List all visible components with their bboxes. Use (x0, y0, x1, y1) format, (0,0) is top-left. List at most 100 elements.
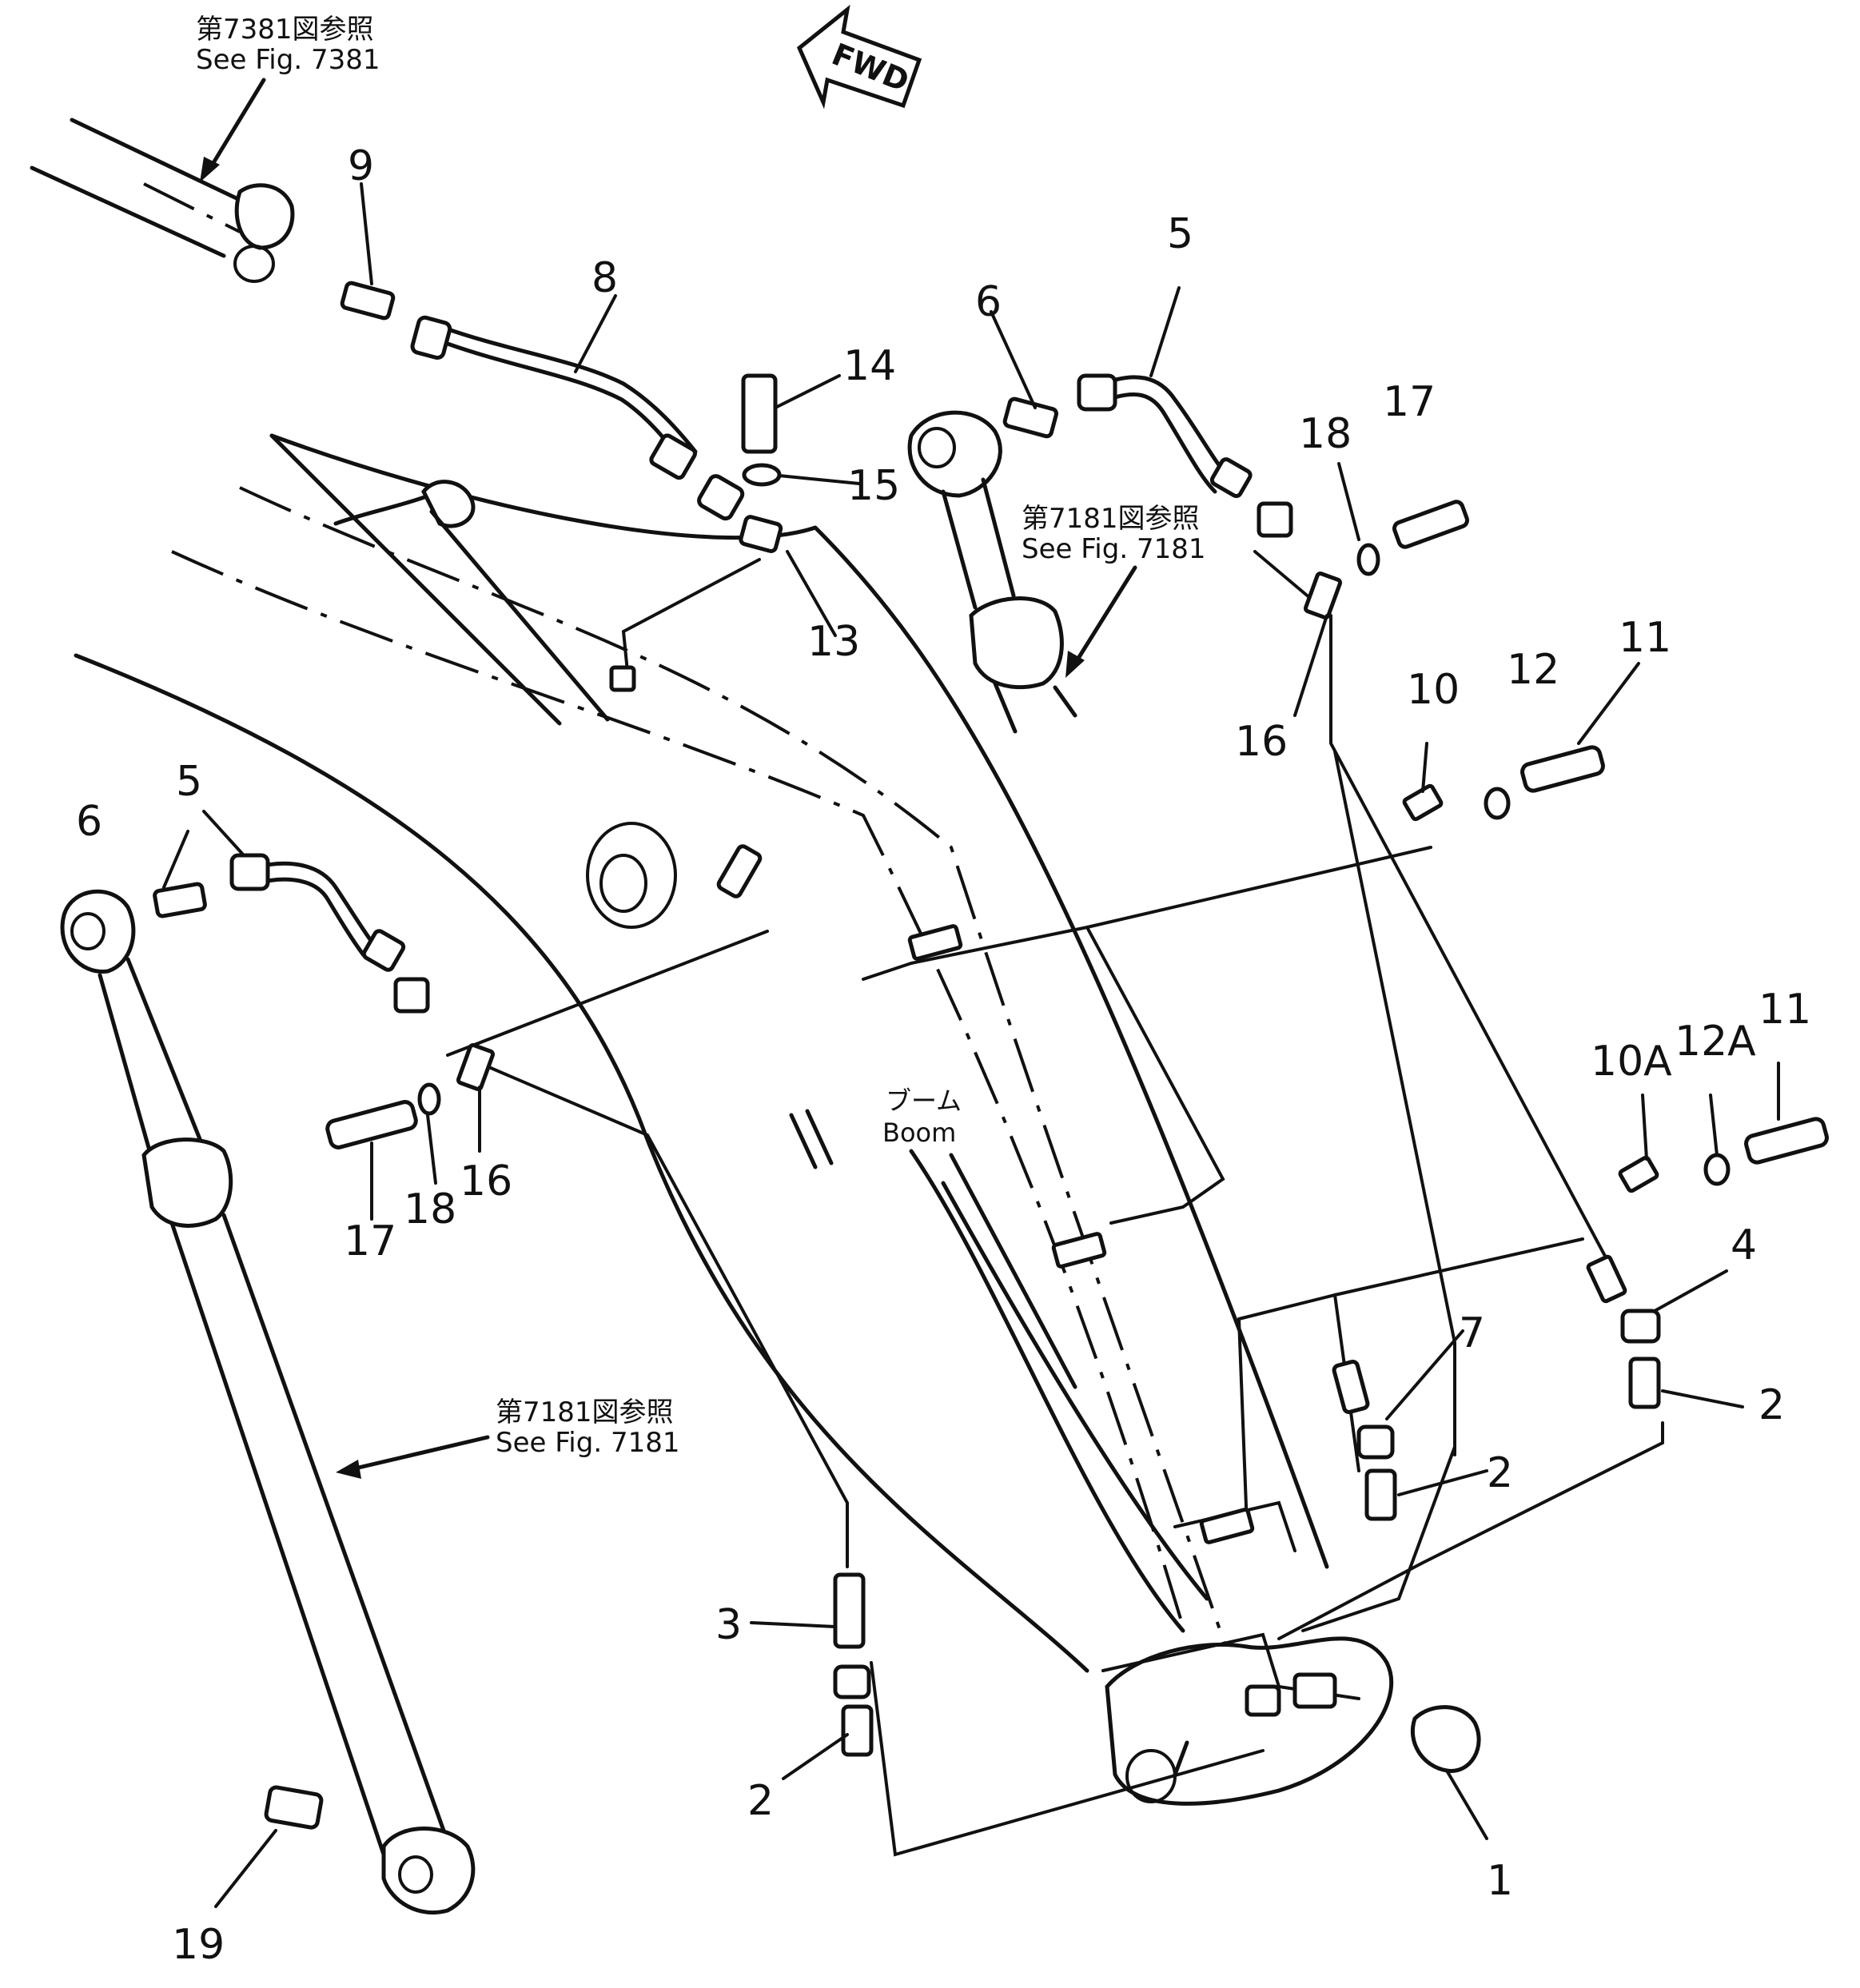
bolt-17-lower (325, 1100, 418, 1149)
callout-10a: 10A (1591, 1038, 1672, 1086)
callout-18-upper: 18 (1299, 410, 1352, 458)
washer-12a (1703, 1153, 1731, 1186)
callout-18-lower: 18 (404, 1185, 456, 1233)
callout-13: 13 (807, 618, 860, 666)
leader-lines (162, 182, 1780, 1908)
fitting-6-upper (1002, 396, 1059, 439)
ref-fig-7181-upper-en: See Fig. 7181 (1022, 533, 1205, 565)
fitting-8-end (649, 433, 697, 480)
upper-bracket (269, 433, 610, 726)
grease-fitting-19 (264, 1785, 324, 1830)
fitting-5-lower-end (361, 929, 406, 972)
ref-fig-7181-lower-jp: 第7181図参照 (496, 1396, 674, 1428)
bolt-17-upper (1392, 500, 1470, 549)
clamp-16-upper (1303, 572, 1343, 620)
callout-2-middle: 2 (1487, 1449, 1513, 1497)
callout-9: 9 (348, 142, 374, 190)
washer-15 (742, 463, 782, 487)
pipe-3 (833, 1572, 866, 1649)
fitting-9 (340, 281, 396, 321)
fitting-8-nut (410, 315, 452, 361)
callout-16-lower: 16 (460, 1157, 512, 1205)
callout-2-left: 2 (747, 1777, 774, 1825)
fitting-3-nut (833, 1664, 871, 1699)
boom-label: ブーム Boom (882, 1086, 1077, 1389)
clamp-c (1199, 1508, 1255, 1544)
clamp-10 (1402, 783, 1444, 822)
clamp-mid (716, 844, 763, 898)
fitting-6-lower (153, 882, 207, 918)
clamp-10a (1618, 1155, 1659, 1193)
callout-7: 7 (1459, 1309, 1485, 1357)
callout-1: 1 (1487, 1857, 1513, 1905)
washer-12 (1484, 787, 1511, 820)
callout-11-upper: 11 (1619, 614, 1671, 662)
pipe-7-bend (1332, 1359, 1370, 1415)
clamp-13 (739, 515, 783, 553)
bolt-11-lower (1744, 1117, 1829, 1165)
block-1b (1292, 1672, 1337, 1709)
clamp-b (1051, 1232, 1107, 1269)
fitting-7-nut (1356, 1424, 1395, 1460)
boom-foot-pin (1105, 1636, 1394, 1806)
washer-18-upper (1356, 543, 1380, 576)
fwd-arrow: FWD (796, 4, 922, 110)
callout-2-right: 2 (1758, 1381, 1785, 1429)
boom-label-en: Boom (882, 1118, 956, 1148)
callout-5-upper: 5 (1167, 210, 1193, 258)
ref-fig-7381-en: See Fig. 7381 (196, 44, 380, 76)
fitting-5-upper-nut (1077, 373, 1117, 412)
callout-15: 15 (847, 462, 900, 510)
fitting-2-left (841, 1704, 874, 1757)
fitting-2-middle (1364, 1468, 1397, 1521)
clamp-a (907, 924, 963, 961)
fitting-2-right (1628, 1357, 1661, 1409)
callout-6-lower: 6 (76, 798, 102, 846)
fitting-4-nut (1620, 1309, 1661, 1344)
callout-14: 14 (843, 342, 896, 390)
ref-arrowhead (336, 1460, 361, 1479)
callout-10: 10 (1407, 666, 1460, 714)
pipe-4-bend (1586, 1254, 1627, 1304)
callout-8: 8 (591, 254, 618, 302)
fitting-5-lower-nut (229, 853, 270, 891)
boom-pin-boss (586, 822, 677, 929)
callouts: 1 2 2 2 3 4 5 5 6 6 7 8 9 10 10A 11 11 1… (76, 142, 1811, 1969)
ref-fig-7181-lower: 第7181図参照 See Fig. 7181 (336, 1396, 679, 1479)
clamp-d (609, 665, 636, 692)
clamp-16-lower (456, 1043, 496, 1091)
callout-12: 12 (1507, 646, 1559, 694)
ref-fig-7181-upper: 第7181図参照 See Fig. 7181 (1022, 503, 1205, 678)
block-1 (1245, 1684, 1281, 1717)
callout-11-lower: 11 (1758, 986, 1811, 1034)
fitting-16-upper (1257, 501, 1293, 538)
ref-arrowhead (1065, 651, 1085, 678)
callout-17-lower: 17 (344, 1217, 396, 1265)
ref-fig-7181-lower-en: See Fig. 7181 (496, 1427, 679, 1459)
fittings (153, 281, 1829, 1830)
fitting-16-lower (393, 977, 430, 1014)
callout-3: 3 (715, 1601, 742, 1649)
hoses (253, 325, 1664, 1857)
callout-6-upper: 6 (975, 278, 1002, 326)
callout-17-upper: 17 (1383, 378, 1436, 426)
bolt-14 (741, 373, 778, 454)
callout-5-lower: 5 (176, 758, 202, 806)
callout-12a: 12A (1675, 1018, 1756, 1066)
ref-fig-7381-jp: 第7381図参照 (196, 14, 374, 46)
callout-4: 4 (1731, 1221, 1757, 1269)
arm-cylinder (30, 118, 295, 283)
ref-arrowhead (200, 157, 220, 182)
ref-fig-7181-upper-jp: 第7181図参照 (1022, 503, 1200, 535)
boom-outline (74, 433, 1329, 1673)
fitting-13-nut (697, 474, 745, 521)
washer-18-lower (417, 1082, 441, 1116)
callout-16-upper: 16 (1235, 718, 1288, 766)
ref-fig-7381: 第7381図参照 See Fig. 7381 (196, 14, 380, 182)
boom-label-jp: ブーム (886, 1086, 962, 1116)
fitting-5-upper-end (1209, 457, 1253, 499)
bucket-cylinder-upper (907, 410, 1077, 734)
callout-19: 19 (172, 1921, 225, 1969)
elbow-1 (1410, 1705, 1481, 1773)
